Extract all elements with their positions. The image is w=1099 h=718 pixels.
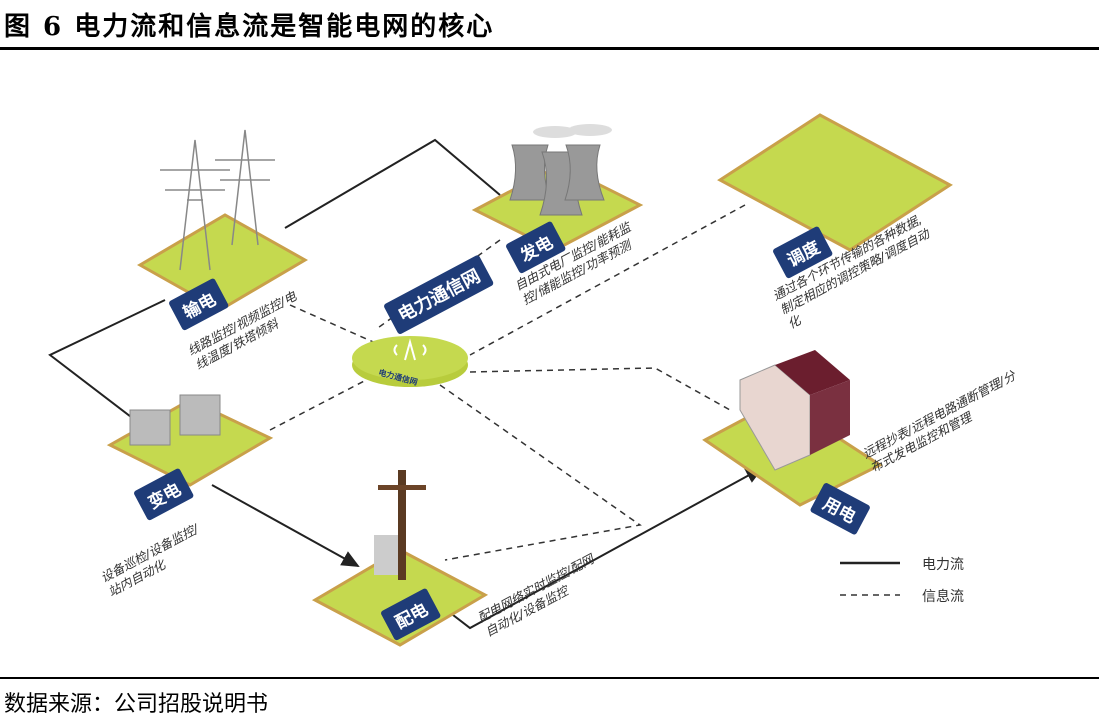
legend-info-flow: 信息流: [922, 589, 964, 605]
house-icon: [739, 350, 850, 471]
comm-hub: [352, 336, 468, 387]
cooling-tower-icon: [509, 124, 612, 216]
transmission-tower-icon: [160, 129, 275, 271]
source-note: 数据来源：公司招股说明书: [4, 692, 269, 717]
dispatch-platform: [717, 113, 953, 252]
footer-rule: [0, 677, 1099, 679]
utility-pole-icon: [374, 470, 426, 580]
legend-power-flow: 电力流: [922, 557, 964, 573]
figure-title: 图 6 电力流和信息流是智能电网的核心: [4, 12, 495, 42]
signal-tower-icon: [393, 338, 427, 361]
title-rule: [0, 47, 1099, 50]
transformer-icon: [129, 394, 221, 446]
info-flow-lines: [269, 204, 746, 561]
distribution-platform: [311, 548, 489, 647]
